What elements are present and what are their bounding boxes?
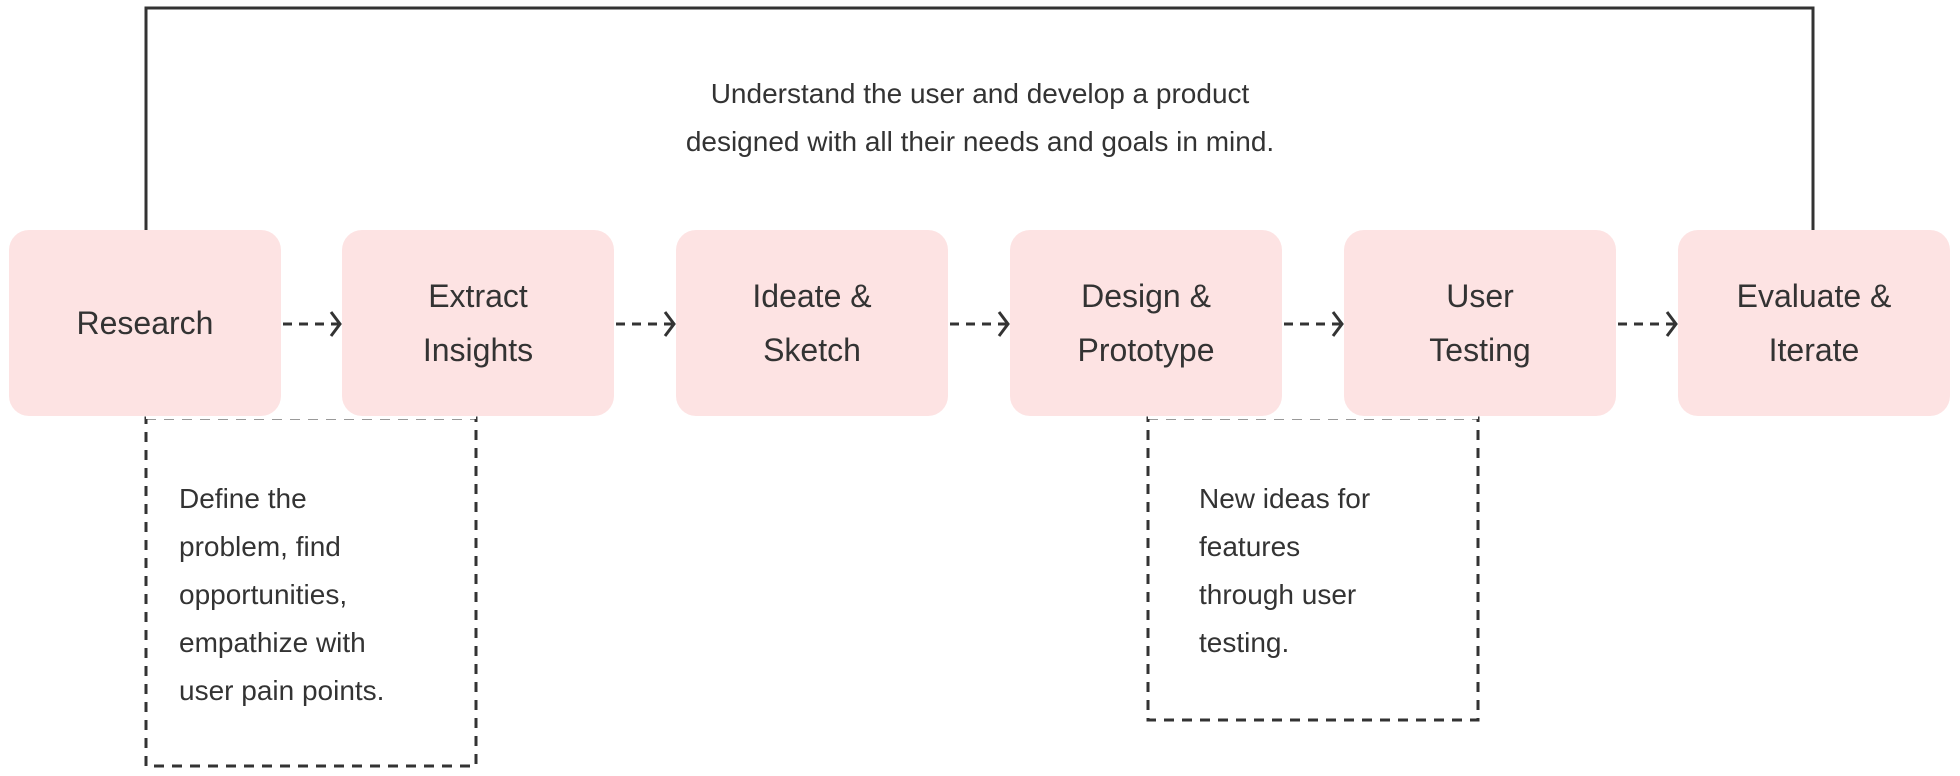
note-line: empathize with <box>179 627 366 658</box>
note-line: user pain points. <box>179 675 385 706</box>
note-line: problem, find <box>179 531 341 562</box>
arrow-head-icon <box>1665 311 1678 337</box>
arrow-head-icon <box>1331 311 1344 337</box>
step-label: Design & <box>1081 278 1211 314</box>
left-note: Define the problem, find opportunities, … <box>179 475 384 715</box>
arrow-head-icon <box>663 311 676 337</box>
step-label: User <box>1446 278 1514 314</box>
arrow-head-icon <box>997 311 1010 337</box>
step-research: Research <box>9 230 281 416</box>
summary-line-2: designed with all their needs and goals … <box>685 126 1275 157</box>
step-label: Testing <box>1429 332 1531 368</box>
note-line: opportunities, <box>179 579 348 610</box>
right-note: New ideas for features through user test… <box>1199 475 1370 667</box>
step-label: Evaluate & <box>1736 278 1892 314</box>
summary-line-1: Understand the user and develop a produc… <box>710 78 1250 109</box>
step-label: Ideate & <box>752 278 872 314</box>
summary-caption: Understand the user and develop a produc… <box>0 70 1960 166</box>
step-label: Iterate <box>1768 332 1860 368</box>
note-line: through user <box>1199 579 1357 610</box>
step-design-prototype: Design & Prototype <box>1010 230 1282 416</box>
step-label: Research <box>76 305 214 341</box>
step-label: Prototype <box>1077 332 1215 368</box>
arrow-head-icon <box>329 311 342 337</box>
feedback-loop-line <box>144 6 1815 230</box>
step-label: Sketch <box>763 332 861 368</box>
note-line: Define the <box>179 483 307 514</box>
step-evaluate-iterate: Evaluate & Iterate <box>1678 230 1950 416</box>
step-ideate-sketch: Ideate & Sketch <box>676 230 948 416</box>
note-line: New ideas for <box>1199 483 1371 514</box>
note-line: testing. <box>1199 627 1290 658</box>
note-line: features <box>1199 531 1301 562</box>
step-label: Insights <box>422 332 534 368</box>
step-label: Extract <box>428 278 528 314</box>
